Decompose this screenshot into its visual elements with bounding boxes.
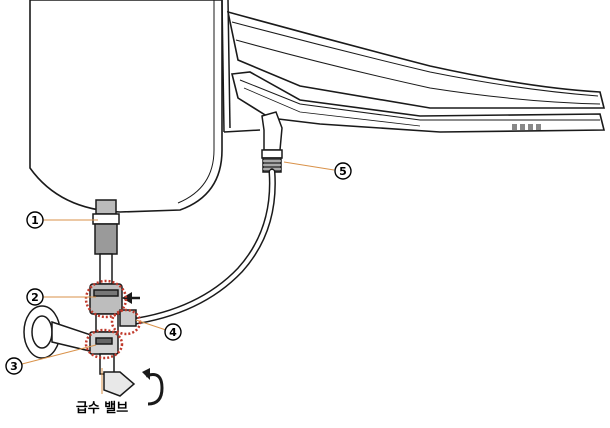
angle-water-valve bbox=[23, 305, 136, 397]
callout-4-label: 4 bbox=[169, 326, 177, 339]
callout-4: 4 bbox=[164, 323, 182, 341]
leader-lines bbox=[21, 161, 335, 394]
bidet-seat bbox=[226, 10, 606, 133]
highlight-circle-valve-joint bbox=[84, 328, 124, 360]
leader-line-4 bbox=[135, 319, 167, 331]
callout-5-label: 5 bbox=[339, 165, 347, 178]
water-valve-caption: 급수 밸브 bbox=[76, 401, 128, 416]
highlight-circle-hose-joint bbox=[110, 308, 142, 336]
callout-3: 3 bbox=[5, 357, 23, 375]
callout-1-label: 1 bbox=[31, 214, 39, 227]
callout-5: 5 bbox=[334, 162, 352, 180]
bidet-inlet-elbow bbox=[261, 111, 283, 173]
callout-3-label: 3 bbox=[10, 360, 18, 373]
toilet-tank bbox=[29, 0, 223, 213]
turn-direction-arrow bbox=[142, 368, 164, 406]
callout-2: 2 bbox=[26, 288, 44, 306]
toilet-bowl-outline bbox=[221, 0, 261, 133]
highlight-circle-t-fitting bbox=[84, 279, 128, 319]
leader-line-5 bbox=[283, 161, 335, 171]
highlight-circles bbox=[84, 279, 142, 360]
callout-1: 1 bbox=[26, 211, 44, 229]
leader-line-3 bbox=[21, 344, 97, 365]
t-fitting bbox=[89, 283, 137, 333]
tank-supply-pipe bbox=[92, 199, 120, 285]
callout-2-label: 2 bbox=[31, 291, 39, 304]
